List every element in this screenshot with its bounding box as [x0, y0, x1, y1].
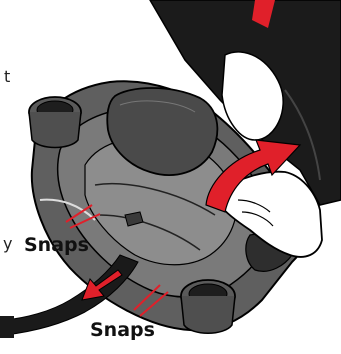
- snaps-label-left: Snaps: [24, 234, 89, 256]
- snaps-label-bottom: Snaps: [90, 319, 155, 341]
- cup-holder-left: [29, 97, 81, 148]
- edge-text-fragment-left: y: [3, 234, 12, 253]
- edge-text-fragment-top: t: [4, 67, 10, 86]
- cup-holder-right: [181, 280, 235, 333]
